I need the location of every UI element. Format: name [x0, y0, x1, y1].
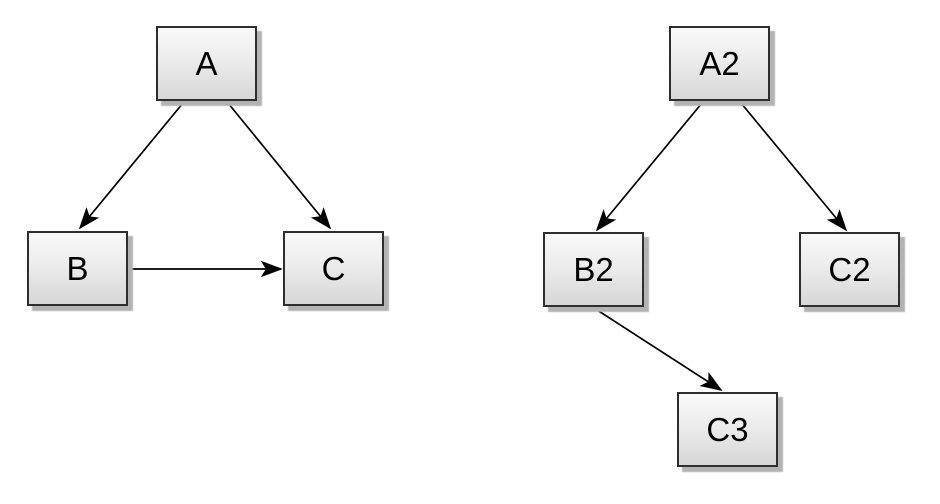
edge-A2-to-B2 — [595, 102, 703, 232]
node-A[interactable]: A — [156, 26, 257, 101]
node-C2[interactable]: C2 — [799, 232, 900, 307]
node-B-label: B — [66, 250, 89, 287]
node-C3-label: C3 — [706, 411, 749, 448]
node-B2[interactable]: B2 — [543, 232, 644, 307]
edge-A-to-B — [78, 102, 184, 230]
node-A-label: A — [195, 45, 218, 82]
node-B[interactable]: B — [27, 231, 128, 306]
node-A2[interactable]: A2 — [669, 26, 770, 101]
edge-B2-to-C3 — [593, 307, 723, 391]
node-A2-label: A2 — [699, 45, 740, 82]
node-B2-label: B2 — [573, 251, 614, 288]
edge-A-to-C — [227, 102, 332, 230]
node-C-label: C — [321, 250, 346, 287]
edge-A2-to-C2 — [740, 102, 848, 232]
node-C[interactable]: C — [283, 231, 384, 306]
node-C3[interactable]: C3 — [677, 392, 778, 467]
node-C2-label: C2 — [828, 251, 871, 288]
